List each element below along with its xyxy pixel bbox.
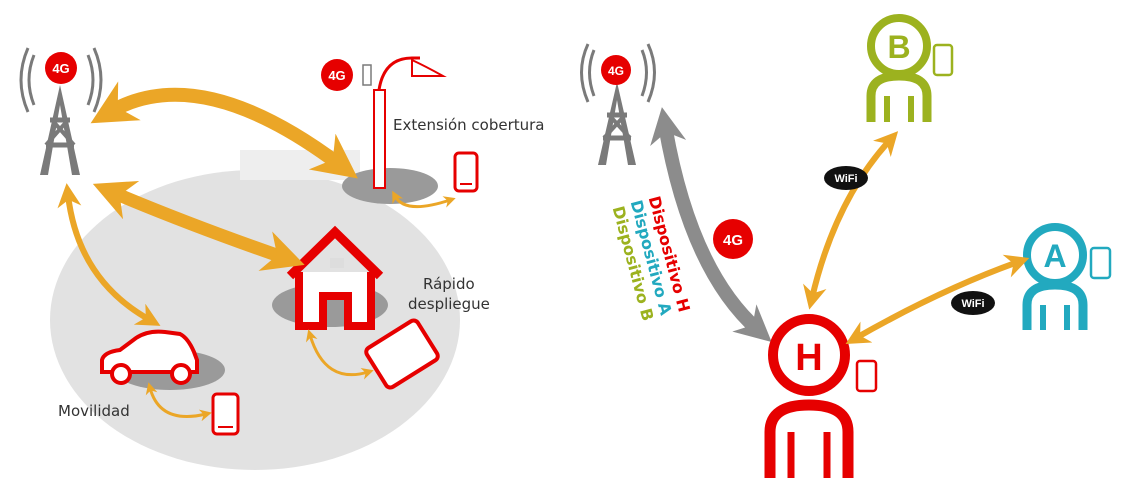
wifi-logo-icon: WiFi [951, 291, 995, 315]
smartphone-icon [855, 359, 878, 393]
svg-text:A: A [1043, 238, 1066, 274]
smartphone-icon [211, 392, 240, 436]
cell-tower-icon: 4G [19, 47, 103, 175]
smartphone-icon [1089, 246, 1112, 280]
arrow-tower-car [57, 183, 161, 326]
label-extension-coverage: Extensión cobertura [393, 116, 545, 134]
right-panel: 4G 4G B A [580, 14, 1112, 478]
arrow-house-tablet [305, 329, 374, 380]
svg-text:4G: 4G [723, 232, 743, 249]
tower-4g-badge: 4G [52, 61, 69, 76]
arrow-4g-link [650, 107, 772, 343]
left-panel: 4G 4G [19, 47, 479, 470]
person-a-icon: A [1022, 223, 1088, 330]
svg-text:WiFi: WiFi [961, 298, 984, 310]
smartphone-icon [453, 151, 479, 193]
svg-text:B: B [887, 29, 910, 65]
label-rapid: Rápido [423, 275, 475, 293]
svg-text:H: H [795, 337, 822, 379]
label-mobility: Movilidad [58, 402, 130, 420]
tower-4g-badge: 4G [608, 64, 624, 78]
arrow-h-a [845, 254, 1030, 344]
lamp-shadow [342, 168, 438, 204]
cell-tower-icon: 4G [580, 43, 656, 165]
arrow-h-b [803, 131, 899, 310]
car-icon [100, 329, 199, 385]
wifi-logo-icon: WiFi [824, 166, 868, 190]
coverage-disc-shadow [240, 150, 360, 180]
label-deployment: despliegue [408, 295, 490, 313]
lamp-4g-badge: 4G [328, 68, 345, 83]
link-4g-badge: 4G [713, 219, 753, 259]
svg-text:WiFi: WiFi [834, 173, 857, 185]
coverage-disc [50, 170, 460, 470]
person-h-icon: H [764, 314, 854, 478]
person-b-icon: B [866, 14, 932, 122]
arrow-tower-lamp [90, 81, 358, 179]
tablet-icon [364, 318, 440, 390]
arrow-lamp-phone [392, 190, 456, 209]
house-icon [286, 225, 384, 330]
smartphone-icon [932, 43, 954, 77]
arrow-car-phone [145, 382, 212, 422]
